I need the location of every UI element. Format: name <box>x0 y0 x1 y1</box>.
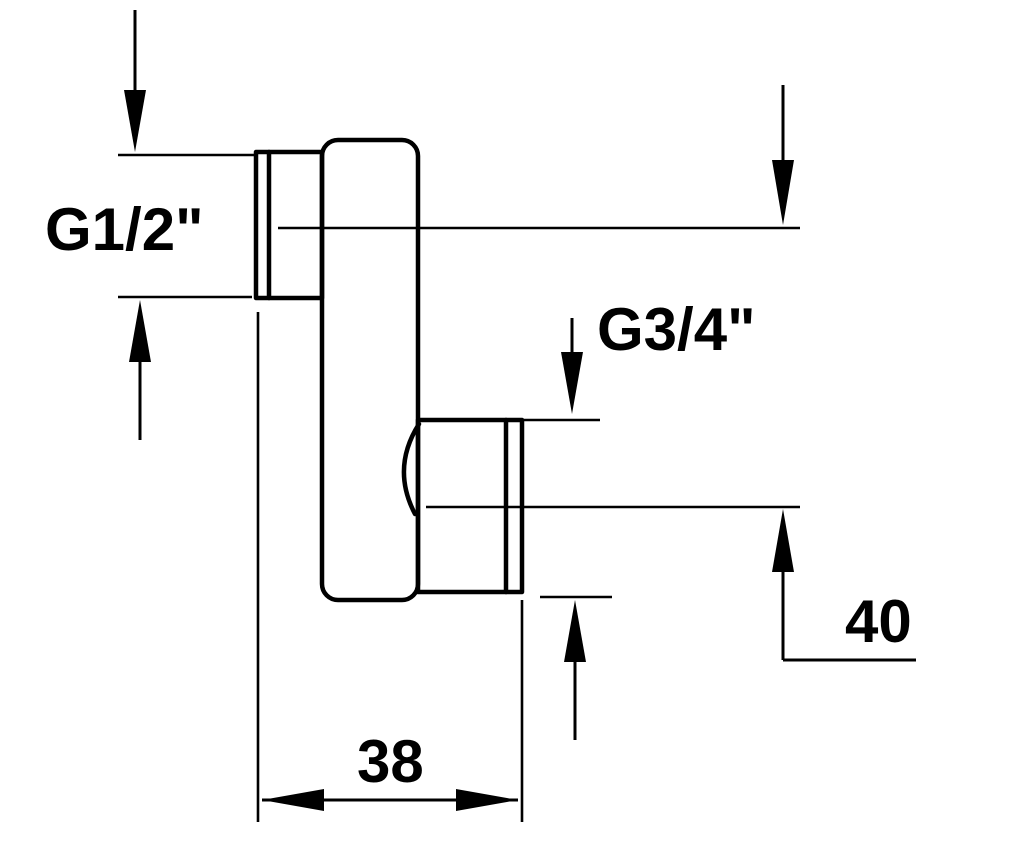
upper-thread-nipple <box>253 149 325 301</box>
arrow-up-icon <box>564 600 586 662</box>
label-thread-g34: G3/4" <box>597 296 756 363</box>
arrow-up-icon <box>772 509 794 572</box>
dimension-lower-thread <box>561 318 586 740</box>
label-dim-38: 38 <box>357 728 424 795</box>
dimension-offset-40 <box>772 85 916 662</box>
extension-lines <box>118 153 612 822</box>
label-dim-40: 40 <box>845 588 912 655</box>
centerlines <box>278 226 800 509</box>
body-transition-curve <box>401 421 422 517</box>
arrow-down-icon <box>561 352 583 414</box>
arrow-down-icon <box>124 90 146 152</box>
dimension-width-38 <box>262 789 518 811</box>
fitting-body <box>253 137 525 603</box>
arrow-up-icon <box>129 300 151 362</box>
dimension-upper-thread <box>124 10 151 440</box>
fitting-body-outline <box>319 137 421 603</box>
arrow-right-icon <box>456 789 518 811</box>
label-thread-g12: G1/2" <box>45 196 204 263</box>
arrow-left-icon <box>262 789 324 811</box>
arrow-down-icon <box>772 160 794 225</box>
